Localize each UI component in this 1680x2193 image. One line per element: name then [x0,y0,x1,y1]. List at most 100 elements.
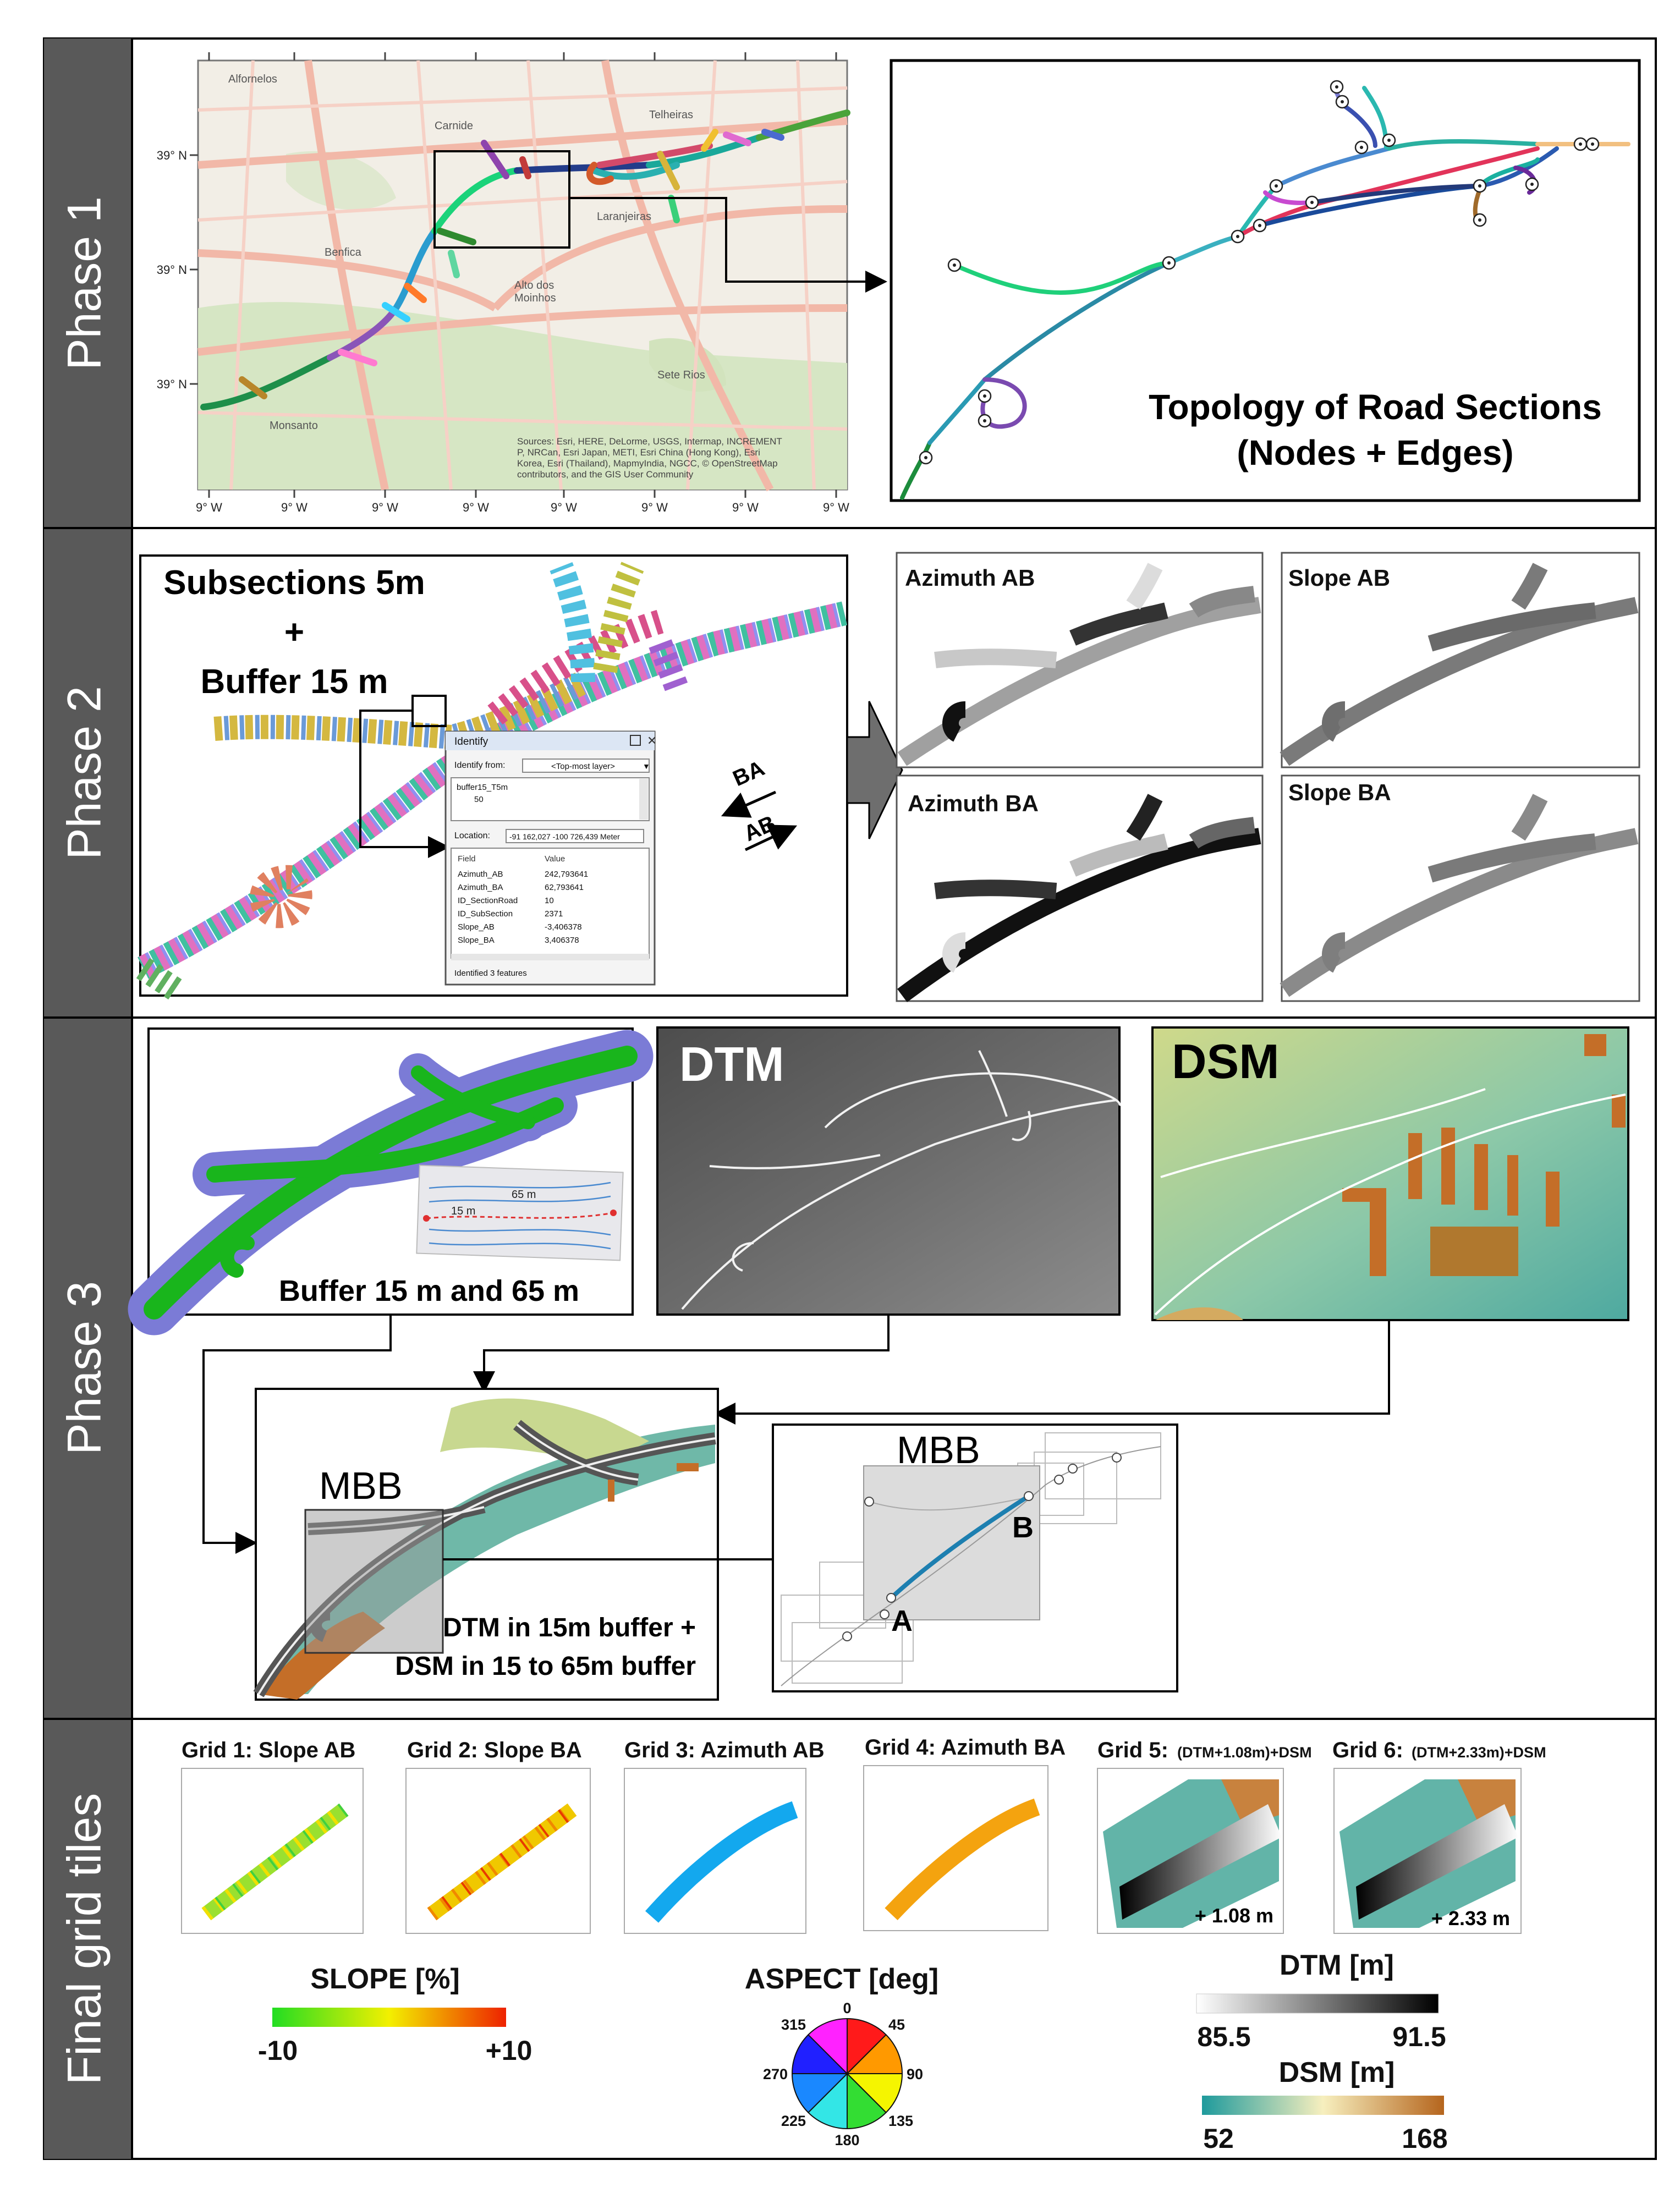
aspect-legend: ASPECT [deg] 0 45 90 135 180 225 270 315 [745,1963,938,2148]
aspect-legend-title: ASPECT [deg] [745,1963,938,1995]
attr-field-5: Slope_AB [458,922,495,932]
attr-value-3: 10 [545,896,554,905]
map-attribution-2: P, NRCan, Esri Japan, METI, Esri China (… [517,447,760,458]
dsm-min: 52 [1203,2123,1234,2154]
grid-5-formula: (DTM+1.08m)+DSM [1177,1744,1312,1761]
zoom-arrow [569,197,887,293]
subsections-title-2: + [284,613,304,651]
aspect-tick-225: 225 [781,2113,806,2129]
map-place-alto-dos: Alto dos [514,279,554,292]
layer-select[interactable] [522,759,650,773]
attr-field-1: Azimuth_AB [458,870,503,879]
lon-tick-1: 9° W [196,501,222,514]
lon-tick-6: 9° W [641,501,668,514]
phase2-flow-arrow [846,701,903,839]
attr-value-5: -3,406378 [545,922,582,932]
phase-3-label: Phase 3 [58,1281,111,1455]
lon-tick-7: 9° W [732,501,759,514]
map-place-monsanto: Monsanto [270,420,318,432]
attr-field-3: ID_SectionRoad [458,896,518,905]
flow-buffer-to-mbb [202,1315,392,1554]
point-a-label: A [891,1604,913,1637]
map-place-sete-rios: Sete Rios [657,369,705,381]
dtm-title: DTM [679,1037,784,1091]
identify-window[interactable]: Identify ✕ Identify from: <Top-most laye… [444,730,657,986]
grid-4-tile [863,1765,1048,1931]
panel-title-azimuth-ba: Azimuth BA [908,790,1039,816]
tree-item-layer[interactable]: buffer15_T5m [457,783,508,792]
dtm-legend: DTM [m] 85.5 91.5 [1196,1949,1446,2052]
aspect-wheel [791,2018,903,2130]
subsections-title-3: Buffer 15 m [200,663,388,701]
attr-value-1: 242,793641 [545,870,588,879]
azimuth-ba-panel: Azimuth BA [896,774,1264,1003]
grid-1-tile [181,1768,364,1934]
map-place-carnide: Carnide [435,120,473,132]
attr-value-6: 3,406378 [545,936,579,945]
aspect-tick-270: 270 [763,2066,788,2082]
lon-tick-5: 9° W [551,501,577,514]
grid-5-tile: + 1.08 m [1097,1768,1284,1934]
layer-select-value: <Top-most layer> [551,762,615,771]
tree-item-feature[interactable]: 50 [474,795,484,804]
mbb-left-title: MBB [319,1464,403,1507]
mbb-detail-panel: MBB A B [772,1423,1178,1692]
lon-tick-4: 9° W [463,501,489,514]
close-icon[interactable]: ✕ [647,734,657,748]
subsections-title-1: Subsections 5m [163,564,425,602]
slope-max: +10 [486,2035,532,2066]
grid-6-title: Grid 6: [1332,1738,1403,1762]
table-scrollbar[interactable] [451,954,649,960]
attr-value-2: 62,793641 [545,883,584,892]
attr-field-6: Slope_BA [458,936,495,945]
slope-colorbar [272,2008,506,2027]
aspect-tick-135: 135 [888,2113,913,2129]
chevron-down-icon[interactable]: ▼ [643,762,650,771]
panel-title-slope-ab: Slope AB [1288,565,1390,591]
phase-4-label: Final grid tiles [58,1793,111,2085]
grid-3-title: Grid 3: Azimuth AB [624,1738,825,1762]
topology-title-1: Topology of Road Sections [1149,387,1602,427]
mbb-combined-panel: MBB DTM in 15m buffer + DSM in 15 to 65m… [253,1388,719,1701]
phase-1-street-map: Alfornelos Carnide Telheiras Benfica Lar… [197,59,850,492]
slope-ba-panel: Slope BA [1280,774,1640,1002]
lon-tick-8: 9° W [823,501,849,514]
attribute-table [451,848,650,959]
aspect-tick-315: 315 [781,2016,806,2033]
map-place-benfica: Benfica [325,246,362,259]
grid-4-title: Grid 4: Azimuth BA [865,1735,1066,1760]
slope-ab-panel: Slope AB [1280,552,1640,768]
topology-panel: Topology of Road Sections (Nodes + Edges… [890,59,1641,502]
dtm-panel: DTM [656,1026,1121,1316]
mbb-caption-1: DTM in 15m buffer + [443,1613,696,1642]
col-field: Field [458,854,476,864]
slope-legend-title: SLOPE [%] [310,1963,460,1995]
dtm-min: 85.5 [1197,2021,1250,2052]
maximize-icon[interactable] [630,735,641,746]
grid-2-title: Grid 2: Slope BA [407,1738,582,1762]
map-axis: 39° N 39° N 39° N 9° W 9° W 9° W 9° W 9°… [157,52,849,514]
inset-label-65m: 65 m [512,1189,536,1201]
grid-tiles-row: Grid 1: Slope AB Grid 2: Slope BA Grid 3… [181,1735,1546,1934]
map-place-telheiras: Telheiras [649,109,693,121]
tree-scrollbar[interactable] [639,779,648,820]
dsm-panel: DSM [1151,1026,1629,1321]
lat-tick-2: 39° N [157,263,187,277]
attr-field-2: Azimuth_BA [458,883,503,892]
location-field[interactable] [506,829,644,843]
phase-label-column [44,39,132,2159]
map-attribution-1: Sources: Esri, HERE, DeLorme, USGS, Inte… [517,436,782,447]
grid-6-formula: (DTM+2.33m)+DSM [1412,1744,1546,1761]
lat-tick-3: 39° N [157,377,187,391]
dtm-legend-title: DTM [m] [1280,1949,1394,1981]
grid-1-title: Grid 1: Slope AB [182,1738,355,1762]
phase-2-label: Phase 2 [58,686,111,860]
grid-6-offset: + 2.33 m [1431,1907,1510,1930]
buffer-panel: 65 m 15 m Buffer 15 m and 65 m [128,1027,654,1335]
grid-5-title: Grid 5: [1097,1738,1168,1762]
map-place-laranjeiras: Laranjeiras [597,211,651,223]
dsm-legend: DSM [m] 52 168 [1202,2057,1448,2154]
flow-dtm-to-mbb [473,1315,890,1393]
feature-tree[interactable] [451,777,650,821]
aspect-tick-45: 45 [888,2016,905,2033]
